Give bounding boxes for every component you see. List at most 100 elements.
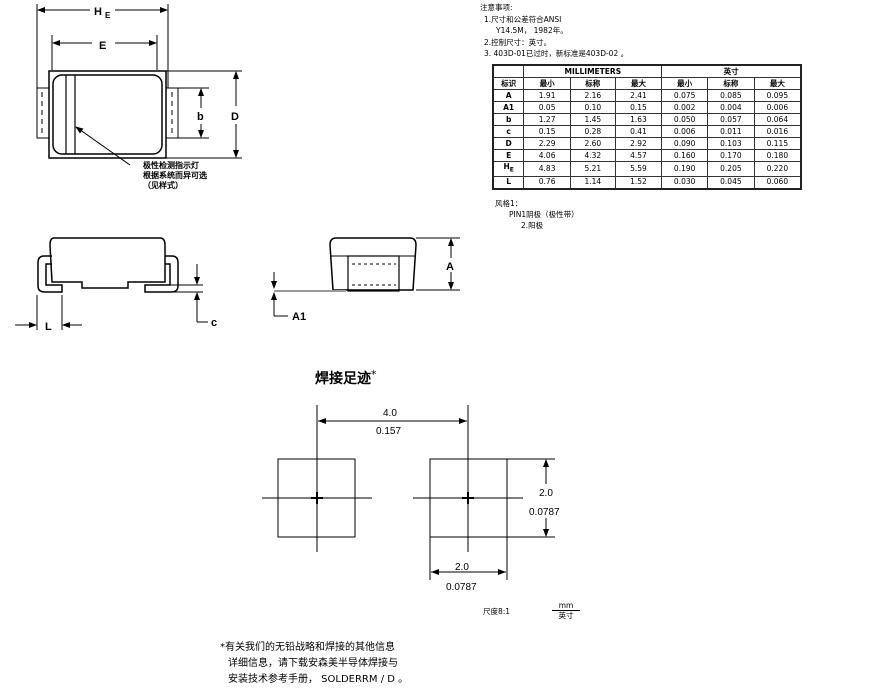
value-cell: 0.190 [661,161,709,177]
e-label: E [99,40,106,52]
value-cell: 0.15 [614,101,663,114]
value-cell: 1.14 [569,175,616,189]
style-pin2: 2.阳极 [521,221,544,230]
units-legend: mm 英寸 [552,601,580,620]
notes: 注意事项: 1.尺寸和公差符合ANSI Y14.5M， 1982年。 2.控制尺… [480,2,628,60]
dim-symbol: c [506,126,511,136]
solder-footprint [262,405,555,580]
dim-cell: D [492,137,525,150]
dim-symbol: b [505,114,512,124]
value-cell: 0.085 [707,89,755,102]
unit-inch: 英寸 [558,611,574,620]
style-heading: 风格1： [495,199,523,208]
value-cell: 0.160 [661,149,709,162]
dim-cell: c [492,125,525,138]
dim-cell: A [492,89,525,102]
value-cell: 0.006 [753,101,802,114]
value-cell: 1.91 [523,89,571,102]
unit-mm: mm [552,601,580,611]
pitch-mm: 4.0 [383,408,397,419]
sub-header: 标称 [569,77,616,90]
value-cell: 2.41 [614,89,663,102]
value-cell: 0.103 [707,137,755,150]
width-in: 0.0787 [446,582,477,593]
height-in: 0.0787 [529,507,560,518]
callout-line: 根据系统而异可选 [143,170,207,180]
l-label: L [45,321,52,333]
value-cell: 2.60 [569,137,616,150]
value-cell: 0.064 [753,113,802,126]
he-label: H [94,6,102,18]
height-mm: 2.0 [539,488,553,499]
value-cell: 4.83 [523,161,571,177]
value-cell: 2.16 [569,89,616,102]
dim-symbol: A [505,90,512,100]
value-cell: 2.92 [614,137,663,150]
footprint-title: 焊接足迹* [315,368,377,388]
sub-header: 最小 [661,77,709,90]
value-cell: 5.21 [569,161,616,177]
value-cell: 0.045 [707,175,755,189]
b-label: b [197,111,204,123]
style-pin1: PIN1阴极（极性带） [509,210,579,219]
sub-header: 最大 [753,77,802,90]
top-view [36,4,242,166]
value-cell: 0.057 [707,113,755,126]
value-cell: 0.76 [523,175,571,189]
note-line: 1.尺寸和公差符合ANSI [484,14,562,24]
style-notes: 风格1： PIN1阴极（极性带） 2.阳极 [495,198,579,231]
value-cell: 0.090 [661,137,709,150]
value-cell: 0.28 [569,125,616,138]
value-cell: 0.030 [661,175,709,189]
scale-label: 尺度8:1 [483,607,511,616]
footnote-line: 安装技术参考手册， SOLDERRM / D 。 [228,674,409,685]
value-cell: 0.016 [753,125,802,138]
value-cell: 0.115 [753,137,802,150]
value-cell: 0.220 [753,161,802,177]
value-cell: 0.060 [753,175,802,189]
value-cell: 5.59 [614,161,663,177]
sub-header: 最大 [614,77,663,90]
value-cell: 0.41 [614,125,663,138]
dim-cell: b [492,113,525,126]
notes-heading: 注意事项: [480,3,513,12]
value-cell: 1.63 [614,113,663,126]
dim-symbol: E [506,150,512,160]
value-cell: 0.10 [569,101,616,114]
c-label: c [211,317,217,329]
dim-cell: E [492,149,525,162]
footprint-title-text: 焊接足迹 [315,371,371,387]
value-cell: 1.52 [614,175,663,189]
value-cell: 0.180 [753,149,802,162]
note-line: 3. 403D-01已过时，新标准是403D-02 。 [484,49,629,58]
dim-symbol: L [506,177,512,186]
value-cell: 0.050 [661,113,709,126]
dim-cell: HE [492,161,525,177]
value-cell: 0.095 [753,89,802,102]
callout-line: 极性检测指示灯 [143,160,199,170]
footnote-line: 详细信息，请下载安森美半导体焊接与 [228,658,398,669]
note-line: Y14.5M， 1982年。 [496,26,568,35]
sub-header: 标称 [707,77,755,90]
note-line: 2.控制尺寸：英寸。 [484,37,552,47]
inch-header: 英寸 [661,64,802,78]
value-cell: 0.004 [707,101,755,114]
value-cell: 0.170 [707,149,755,162]
pitch-in: 0.157 [376,426,401,437]
mm-header: MILLIMETERS [523,64,663,78]
a-label: A [446,261,454,273]
footnote: *有关我们的无铅战略和焊接的其他信息 详细信息，请下载安森美半导体焊接与 安装技… [220,640,408,688]
value-cell: 4.57 [614,149,663,162]
dim-cell: A1 [492,101,525,114]
value-cell: 0.011 [707,125,755,138]
footprint-title-mark: * [371,368,377,381]
value-cell: 0.006 [661,125,709,138]
d-label: D [231,111,239,123]
